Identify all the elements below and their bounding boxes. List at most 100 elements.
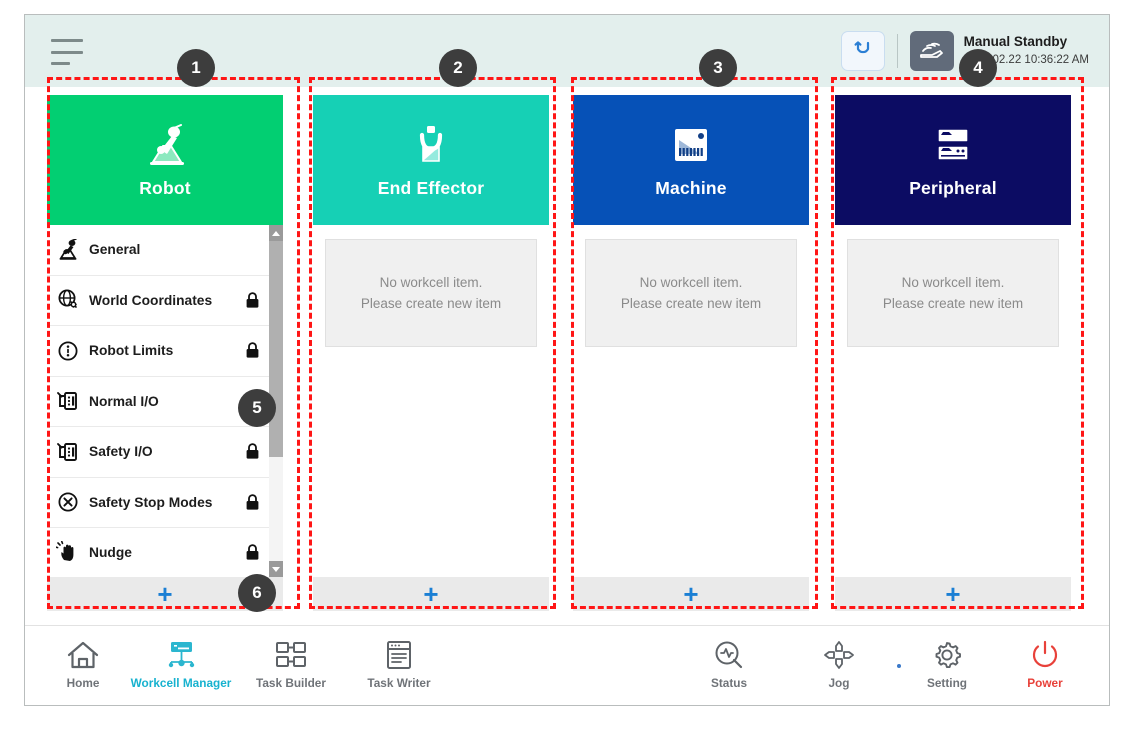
nav-label-task-builder: Task Builder bbox=[256, 676, 326, 690]
card-machine-body: No workcell item. Please create new item bbox=[573, 225, 809, 577]
nav-label-home: Home bbox=[66, 676, 100, 690]
card-robot-header[interactable]: Robot bbox=[47, 95, 283, 225]
nav-item-task-builder[interactable]: Task Builder bbox=[239, 636, 343, 698]
lock-icon bbox=[243, 291, 261, 309]
empty-line-2: Please create new item bbox=[360, 296, 502, 311]
empty-state-machine: No workcell item. Please create new item bbox=[585, 239, 797, 347]
nav-item-home[interactable]: Home bbox=[31, 636, 135, 698]
empty-state-end-effector: No workcell item. Please create new item bbox=[325, 239, 537, 347]
nav-label-setting: Setting bbox=[927, 676, 967, 690]
jog-dpad-icon bbox=[821, 636, 857, 670]
add-machine-button[interactable]: + bbox=[573, 577, 809, 611]
list-item-label: Nudge bbox=[89, 545, 132, 561]
jog-indicator-dot bbox=[897, 664, 901, 668]
card-end-effector: End Effector No workcell item. Please cr… bbox=[313, 95, 549, 611]
nav-label-jog: Jog bbox=[828, 676, 850, 690]
empty-line-2: Please create new item bbox=[882, 296, 1024, 311]
list-item[interactable]: Normal I/O bbox=[47, 377, 269, 427]
list-item[interactable]: General bbox=[47, 225, 269, 276]
list-item[interactable]: Safety I/O bbox=[47, 427, 269, 478]
nav-item-jog[interactable]: Jog bbox=[787, 636, 891, 698]
empty-state-peripheral: No workcell item. Please create new item bbox=[847, 239, 1059, 347]
plus-icon: + bbox=[423, 579, 439, 609]
reset-button[interactable] bbox=[840, 31, 885, 71]
card-machine-header[interactable]: Machine bbox=[573, 95, 809, 225]
annotation-badge-1: 1 bbox=[177, 49, 215, 87]
lock-icon bbox=[243, 342, 261, 359]
annotation-badge-2: 2 bbox=[439, 49, 477, 87]
device-screen: Manual Standby 2022.02.22 10:36:22 AM bbox=[24, 14, 1110, 706]
list-item[interactable]: World Coordinates bbox=[47, 276, 269, 326]
gripper-icon bbox=[409, 122, 453, 168]
list-item[interactable]: Safety Stop Modes bbox=[47, 478, 269, 528]
card-robot-title: Robot bbox=[139, 177, 191, 198]
nav-label-task-writer: Task Writer bbox=[367, 676, 431, 690]
plus-icon: + bbox=[157, 579, 173, 609]
status-monitor-icon bbox=[712, 636, 746, 670]
list-item[interactable]: Nudge bbox=[47, 528, 269, 577]
nav-item-power[interactable]: Power bbox=[993, 636, 1097, 698]
peripheral-server-icon bbox=[930, 122, 976, 168]
nav-item-task-writer[interactable]: Task Writer bbox=[347, 636, 451, 698]
plus-icon: + bbox=[683, 579, 699, 609]
empty-line-1: No workcell item. bbox=[901, 275, 1005, 290]
robot-arm-icon bbox=[51, 238, 85, 261]
workcell-manager-icon bbox=[161, 636, 201, 670]
card-peripheral-body: No workcell item. Please create new item bbox=[835, 225, 1071, 577]
nav-item-status[interactable]: Status bbox=[677, 636, 781, 698]
card-peripheral-header[interactable]: Peripheral bbox=[835, 95, 1071, 225]
lock-icon bbox=[243, 443, 261, 460]
lock-icon bbox=[243, 544, 261, 561]
list-item[interactable]: Robot Limits bbox=[47, 326, 269, 377]
nav-item-setting[interactable]: Setting bbox=[895, 636, 999, 698]
io-port-icon bbox=[51, 389, 85, 413]
annotation-badge-3: 3 bbox=[699, 49, 737, 87]
list-item-label: Safety I/O bbox=[89, 444, 153, 460]
hamburger-menu-icon[interactable] bbox=[51, 39, 87, 65]
scroll-up-button[interactable] bbox=[269, 225, 283, 241]
list-item-label: Robot Limits bbox=[89, 343, 174, 359]
power-icon bbox=[1028, 636, 1062, 670]
manual-mode-button[interactable] bbox=[909, 31, 954, 71]
list-item-label: World Coordinates bbox=[89, 292, 213, 308]
empty-line-1: No workcell item. bbox=[639, 275, 743, 290]
nav-item-workcell-manager[interactable]: Workcell Manager bbox=[129, 636, 233, 698]
scroll-down-button[interactable] bbox=[269, 561, 283, 577]
list-item-label: Safety Stop Modes bbox=[89, 494, 213, 510]
robot-arm-icon bbox=[141, 122, 189, 168]
limits-circle-icon bbox=[51, 339, 85, 363]
bottom-navigation-bar: Home Workcell Manager bbox=[25, 625, 1109, 705]
annotation-badge-4: 4 bbox=[959, 49, 997, 87]
annotation-badge-6: 6 bbox=[238, 574, 276, 612]
add-peripheral-button[interactable]: + bbox=[835, 577, 1071, 611]
card-end-effector-body: No workcell item. Please create new item bbox=[313, 225, 549, 577]
gear-icon bbox=[930, 636, 964, 670]
annotation-badge-5: 5 bbox=[238, 389, 276, 427]
card-end-effector-title: End Effector bbox=[377, 177, 485, 198]
task-writer-icon bbox=[382, 636, 416, 670]
manual-hand-icon bbox=[919, 42, 943, 58]
scrollbar-thumb[interactable] bbox=[269, 241, 283, 457]
empty-line-1: No workcell item. bbox=[379, 275, 483, 290]
chevron-up-icon bbox=[272, 230, 280, 236]
status-title: Manual Standby bbox=[963, 34, 1068, 50]
stop-octagon-icon bbox=[51, 490, 85, 514]
card-peripheral: Peripheral No workcell item. Please crea… bbox=[835, 95, 1071, 611]
nav-label-workcell-manager: Workcell Manager bbox=[130, 676, 232, 690]
empty-line-2: Please create new item bbox=[620, 296, 762, 311]
globe-coordinates-icon bbox=[51, 288, 85, 312]
plus-icon: + bbox=[945, 579, 961, 609]
list-item-label: Normal I/O bbox=[89, 393, 159, 409]
card-end-effector-header[interactable]: End Effector bbox=[313, 95, 549, 225]
add-end-effector-button[interactable]: + bbox=[313, 577, 549, 611]
hamburger-line bbox=[51, 50, 83, 54]
nav-label-status: Status bbox=[710, 676, 748, 690]
hand-nudge-icon bbox=[51, 540, 85, 565]
reset-circular-arrow-icon bbox=[854, 41, 869, 54]
machine-icon bbox=[670, 122, 712, 168]
card-machine: Machine No workcell item. Please create … bbox=[573, 95, 809, 611]
card-machine-title: Machine bbox=[655, 177, 727, 198]
nav-label-power: Power bbox=[1027, 676, 1063, 690]
